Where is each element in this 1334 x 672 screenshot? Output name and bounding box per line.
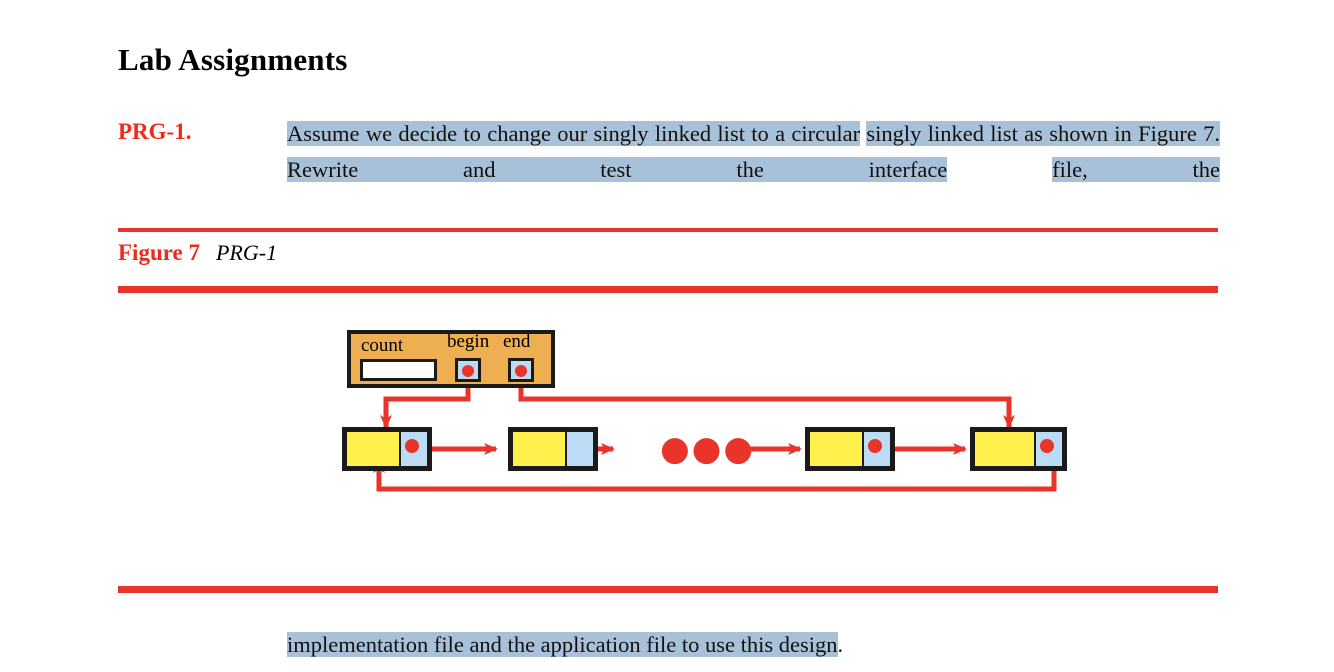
end-pointer-dot xyxy=(515,365,527,377)
assignment-text-line1: Assume we decide to change our singly li… xyxy=(287,121,861,146)
end-label: end xyxy=(503,331,531,352)
begin-pointer-dot xyxy=(462,365,474,377)
figure-caption: Figure 7 PRG-1 xyxy=(118,240,277,266)
node-1 xyxy=(342,427,432,471)
count-label: count xyxy=(361,335,404,356)
node-1-link-dot xyxy=(405,439,419,453)
node-1-link xyxy=(401,432,427,466)
figure-rule-top xyxy=(118,228,1218,232)
assignment-block: PRG-1. Assume we decide to change our si… xyxy=(118,116,1221,188)
node-4-data xyxy=(975,432,1034,466)
trailing-text-tail: . xyxy=(837,632,844,657)
node-1-data xyxy=(347,432,399,466)
begin-pointer-field xyxy=(455,358,481,382)
node-4-link-dot xyxy=(1040,439,1054,453)
node-3-data xyxy=(810,432,862,466)
assignment-label: PRG-1. xyxy=(118,119,192,144)
end-pointer-path xyxy=(518,365,1015,429)
node-4-link xyxy=(1036,432,1062,466)
linked-list-diagram: count begin end ●●● xyxy=(0,293,1334,583)
ellipsis-dots: ●●● xyxy=(660,429,756,469)
assignment-text-line3: file, the xyxy=(1052,157,1220,182)
figure-number: Figure 7 xyxy=(118,240,200,265)
figure-title: PRG-1 xyxy=(215,240,278,265)
trailing-text-highlighted: implementation file and the application … xyxy=(287,632,838,657)
list-header-box: count begin end xyxy=(347,330,555,388)
node-3-link-dot xyxy=(868,439,882,453)
node-2 xyxy=(508,427,598,471)
circular-back-link-path xyxy=(373,453,1057,492)
page-title: Lab Assignments xyxy=(118,42,348,77)
count-field xyxy=(360,359,437,381)
node-2-data xyxy=(513,432,565,466)
node-4 xyxy=(970,427,1067,471)
end-pointer-field xyxy=(508,358,534,382)
node-2-link xyxy=(567,432,593,466)
node-3 xyxy=(805,427,895,471)
figure-rule-bottom xyxy=(118,586,1218,593)
trailing-paragraph: implementation file and the application … xyxy=(287,628,1220,662)
assignment-text: Assume we decide to change our singly li… xyxy=(287,116,1221,188)
figure-rule-middle xyxy=(118,286,1218,293)
begin-label: begin xyxy=(447,331,490,352)
node-3-link xyxy=(864,432,890,466)
